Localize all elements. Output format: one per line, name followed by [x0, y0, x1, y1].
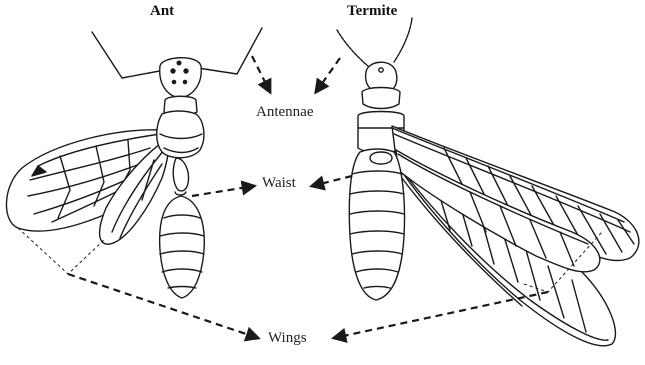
arrow-termite-waist [312, 176, 352, 186]
termite-drawing [337, 18, 639, 346]
arrow-termite-antennae [316, 58, 340, 92]
ant-gaster [160, 196, 205, 298]
termite-antenna-left [337, 30, 368, 66]
ant-antenna-left [92, 32, 165, 78]
arrow-ant-wings [68, 274, 258, 338]
ant-antenna-right [198, 28, 262, 74]
arrow-termite-wings [334, 292, 548, 338]
ant-mesosoma [157, 111, 204, 158]
ant-wing-guide [18, 228, 104, 274]
arrow-ant-antennae [252, 56, 270, 92]
arrow-ant-waist [192, 186, 254, 196]
termite-pronotum [362, 88, 400, 109]
ant-drawing [6, 28, 262, 298]
termite-antenna-right [394, 18, 412, 62]
ant-petiole [173, 158, 188, 191]
